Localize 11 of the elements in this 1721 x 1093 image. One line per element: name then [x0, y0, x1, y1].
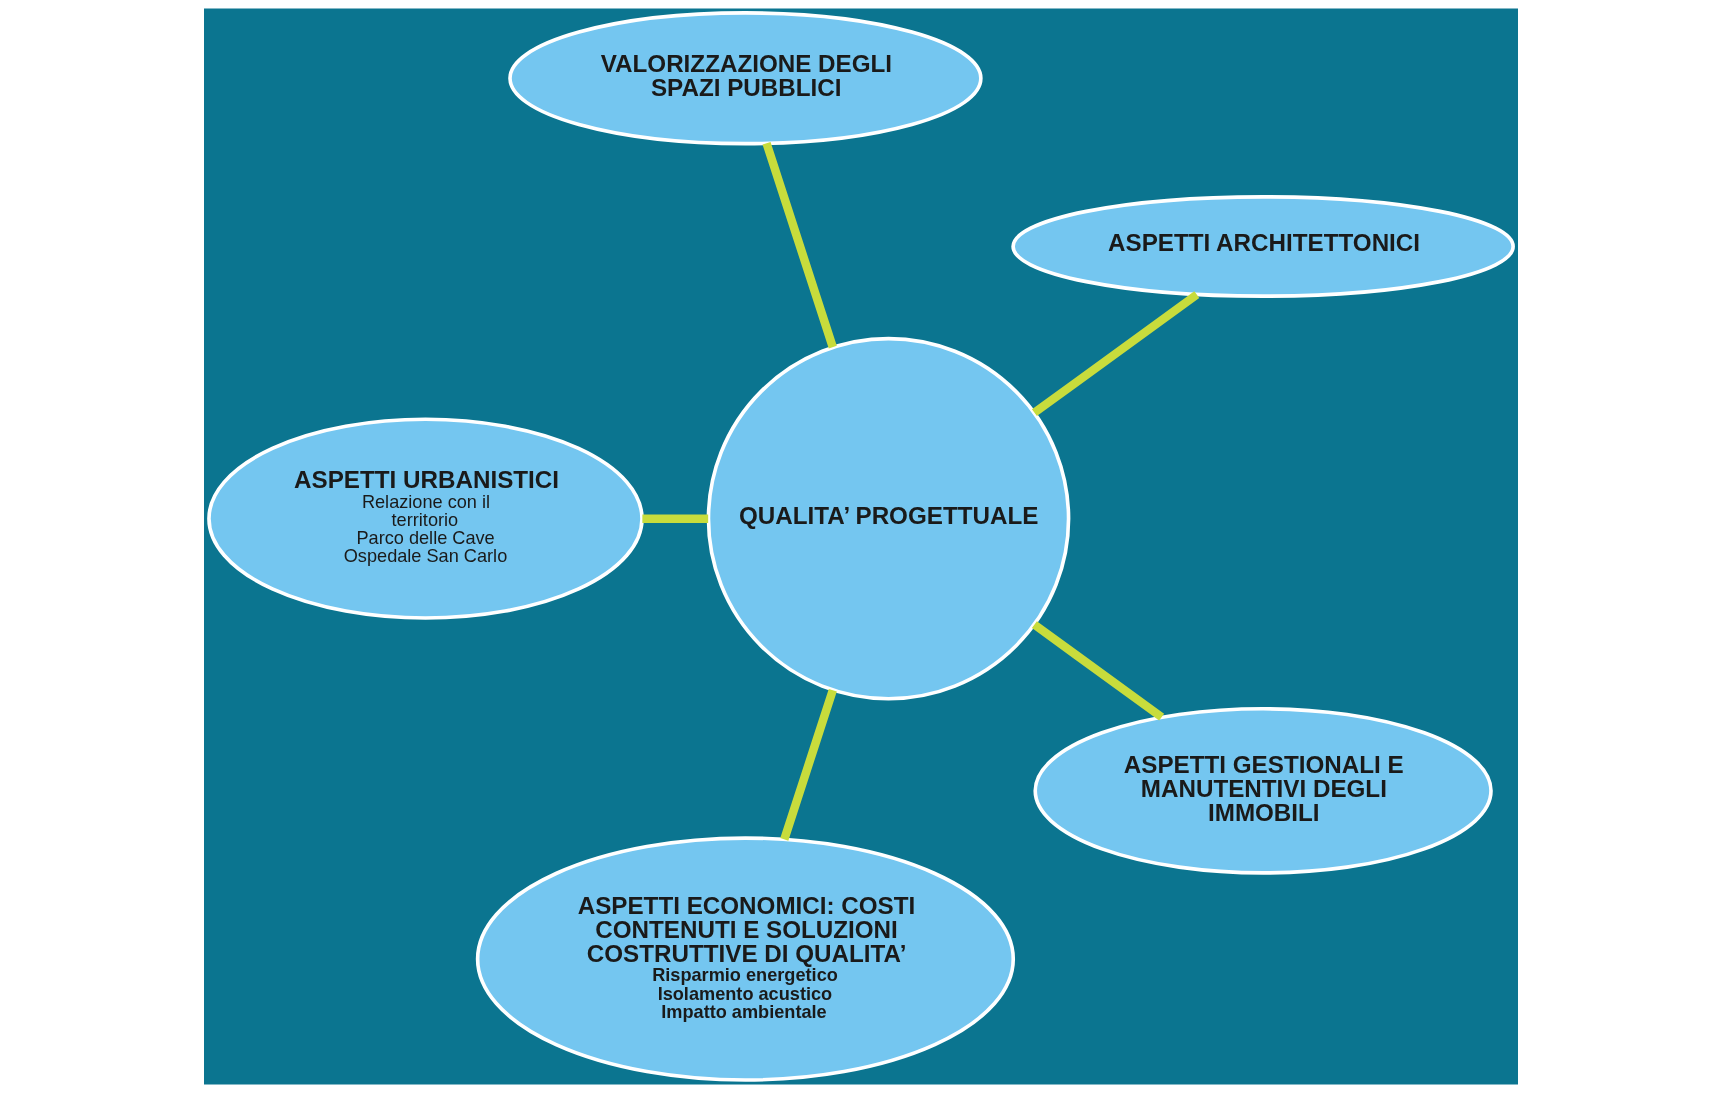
node-circle: QUALITA’ PROGETTUALE	[706, 336, 1070, 701]
connector	[1031, 621, 1164, 721]
connector	[641, 514, 708, 523]
connector	[762, 142, 837, 349]
node-ellipse: VALORIZZAZIONE DEGLI SPAZI PUBBLICI	[507, 11, 983, 146]
node-ellipse: ASPETTI ARCHITETTONICI	[1010, 195, 1515, 298]
node-ellipse: ASPETTI ECONOMICI: COSTI CONTENUTI E SOLUZIONI COSTRUTTIVE DI QUALITA’ Risparmio energetico Isolamento acustico Impatto ambientale	[475, 836, 1015, 1082]
connector	[1031, 291, 1199, 417]
node-ellipse: ASPETTI GESTIONALI E MANUTENTIVI DEGLI IMMOBILI	[1032, 706, 1493, 875]
node-ellipse: ASPETTI URBANISTICI Relazione con il territorio Parco delle Cave Ospedale San Carlo	[206, 417, 644, 620]
connector	[779, 688, 837, 841]
